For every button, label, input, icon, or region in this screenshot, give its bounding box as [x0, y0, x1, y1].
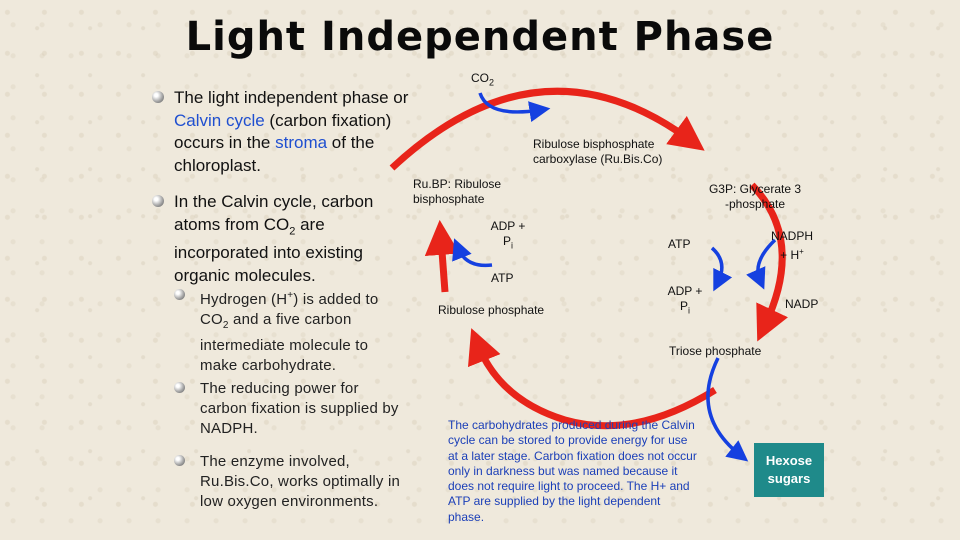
carbohydrate-note: The carbohydrates produced during the Ca… [448, 418, 697, 524]
triose-to-hexose-arrow [706, 357, 749, 462]
calvin-cycle-highlight: Calvin cycle [174, 110, 265, 130]
cycle-arrow-left [424, 219, 460, 293]
nadph-arrow [746, 238, 777, 290]
nadph-label: NADPH + H+ [770, 229, 813, 262]
cycle-arrow-right [749, 182, 788, 342]
rubisco-label: Ribulose bisphosphate carboxylase (Ru.Bi… [533, 137, 663, 166]
bullet-icon [174, 455, 185, 466]
subbullet-rubisco: The enzyme involved, Ru.Bis.Co, works op… [174, 452, 415, 512]
rubp-label: Ru.BP: Ribulose bisphosphate [413, 177, 502, 206]
atp-right-arrow [710, 246, 733, 292]
bullet-icon [152, 91, 164, 103]
triose-phosphate-label: Triose phosphate [669, 344, 762, 358]
co2-input-arrow [478, 92, 551, 122]
atp-left-arrow [452, 238, 493, 268]
co2-label: CO2 [471, 71, 495, 88]
subbullet-nadph: The reducing power for carbon fixation i… [174, 379, 405, 439]
ribulose-phosphate-label: Ribulose phosphate [438, 303, 545, 317]
bullet-calvin-cycle: The light independent phase or Calvin cy… [152, 87, 424, 177]
bullet-icon [174, 289, 185, 300]
page-title: Light Independent Phase [185, 14, 775, 60]
bullet-icon [152, 195, 164, 207]
adp-pi-right-label: ADP + Pi [667, 284, 703, 316]
adp-pi-left-label: ADP + Pi [490, 219, 526, 251]
atp-left-label: ATP [491, 271, 514, 285]
stroma-highlight: stroma [275, 133, 328, 152]
bullet-carbon-atoms: In the Calvin cycle, carbon atoms from C… [152, 191, 399, 287]
subbullet-hydrogen: Hydrogen (H+) is added to CO2 and a five… [174, 286, 405, 376]
g3p-label: G3P: Glycerate 3 -phosphate [708, 182, 802, 211]
atp-right-label: ATP [668, 237, 691, 251]
hexose-sugars-box: Hexose sugars [754, 443, 824, 497]
nadp-label: NADP [785, 297, 819, 311]
bullet-icon [174, 382, 185, 393]
cycle-arrow-bottom [468, 328, 717, 430]
cycle-arrow-top [389, 87, 705, 171]
